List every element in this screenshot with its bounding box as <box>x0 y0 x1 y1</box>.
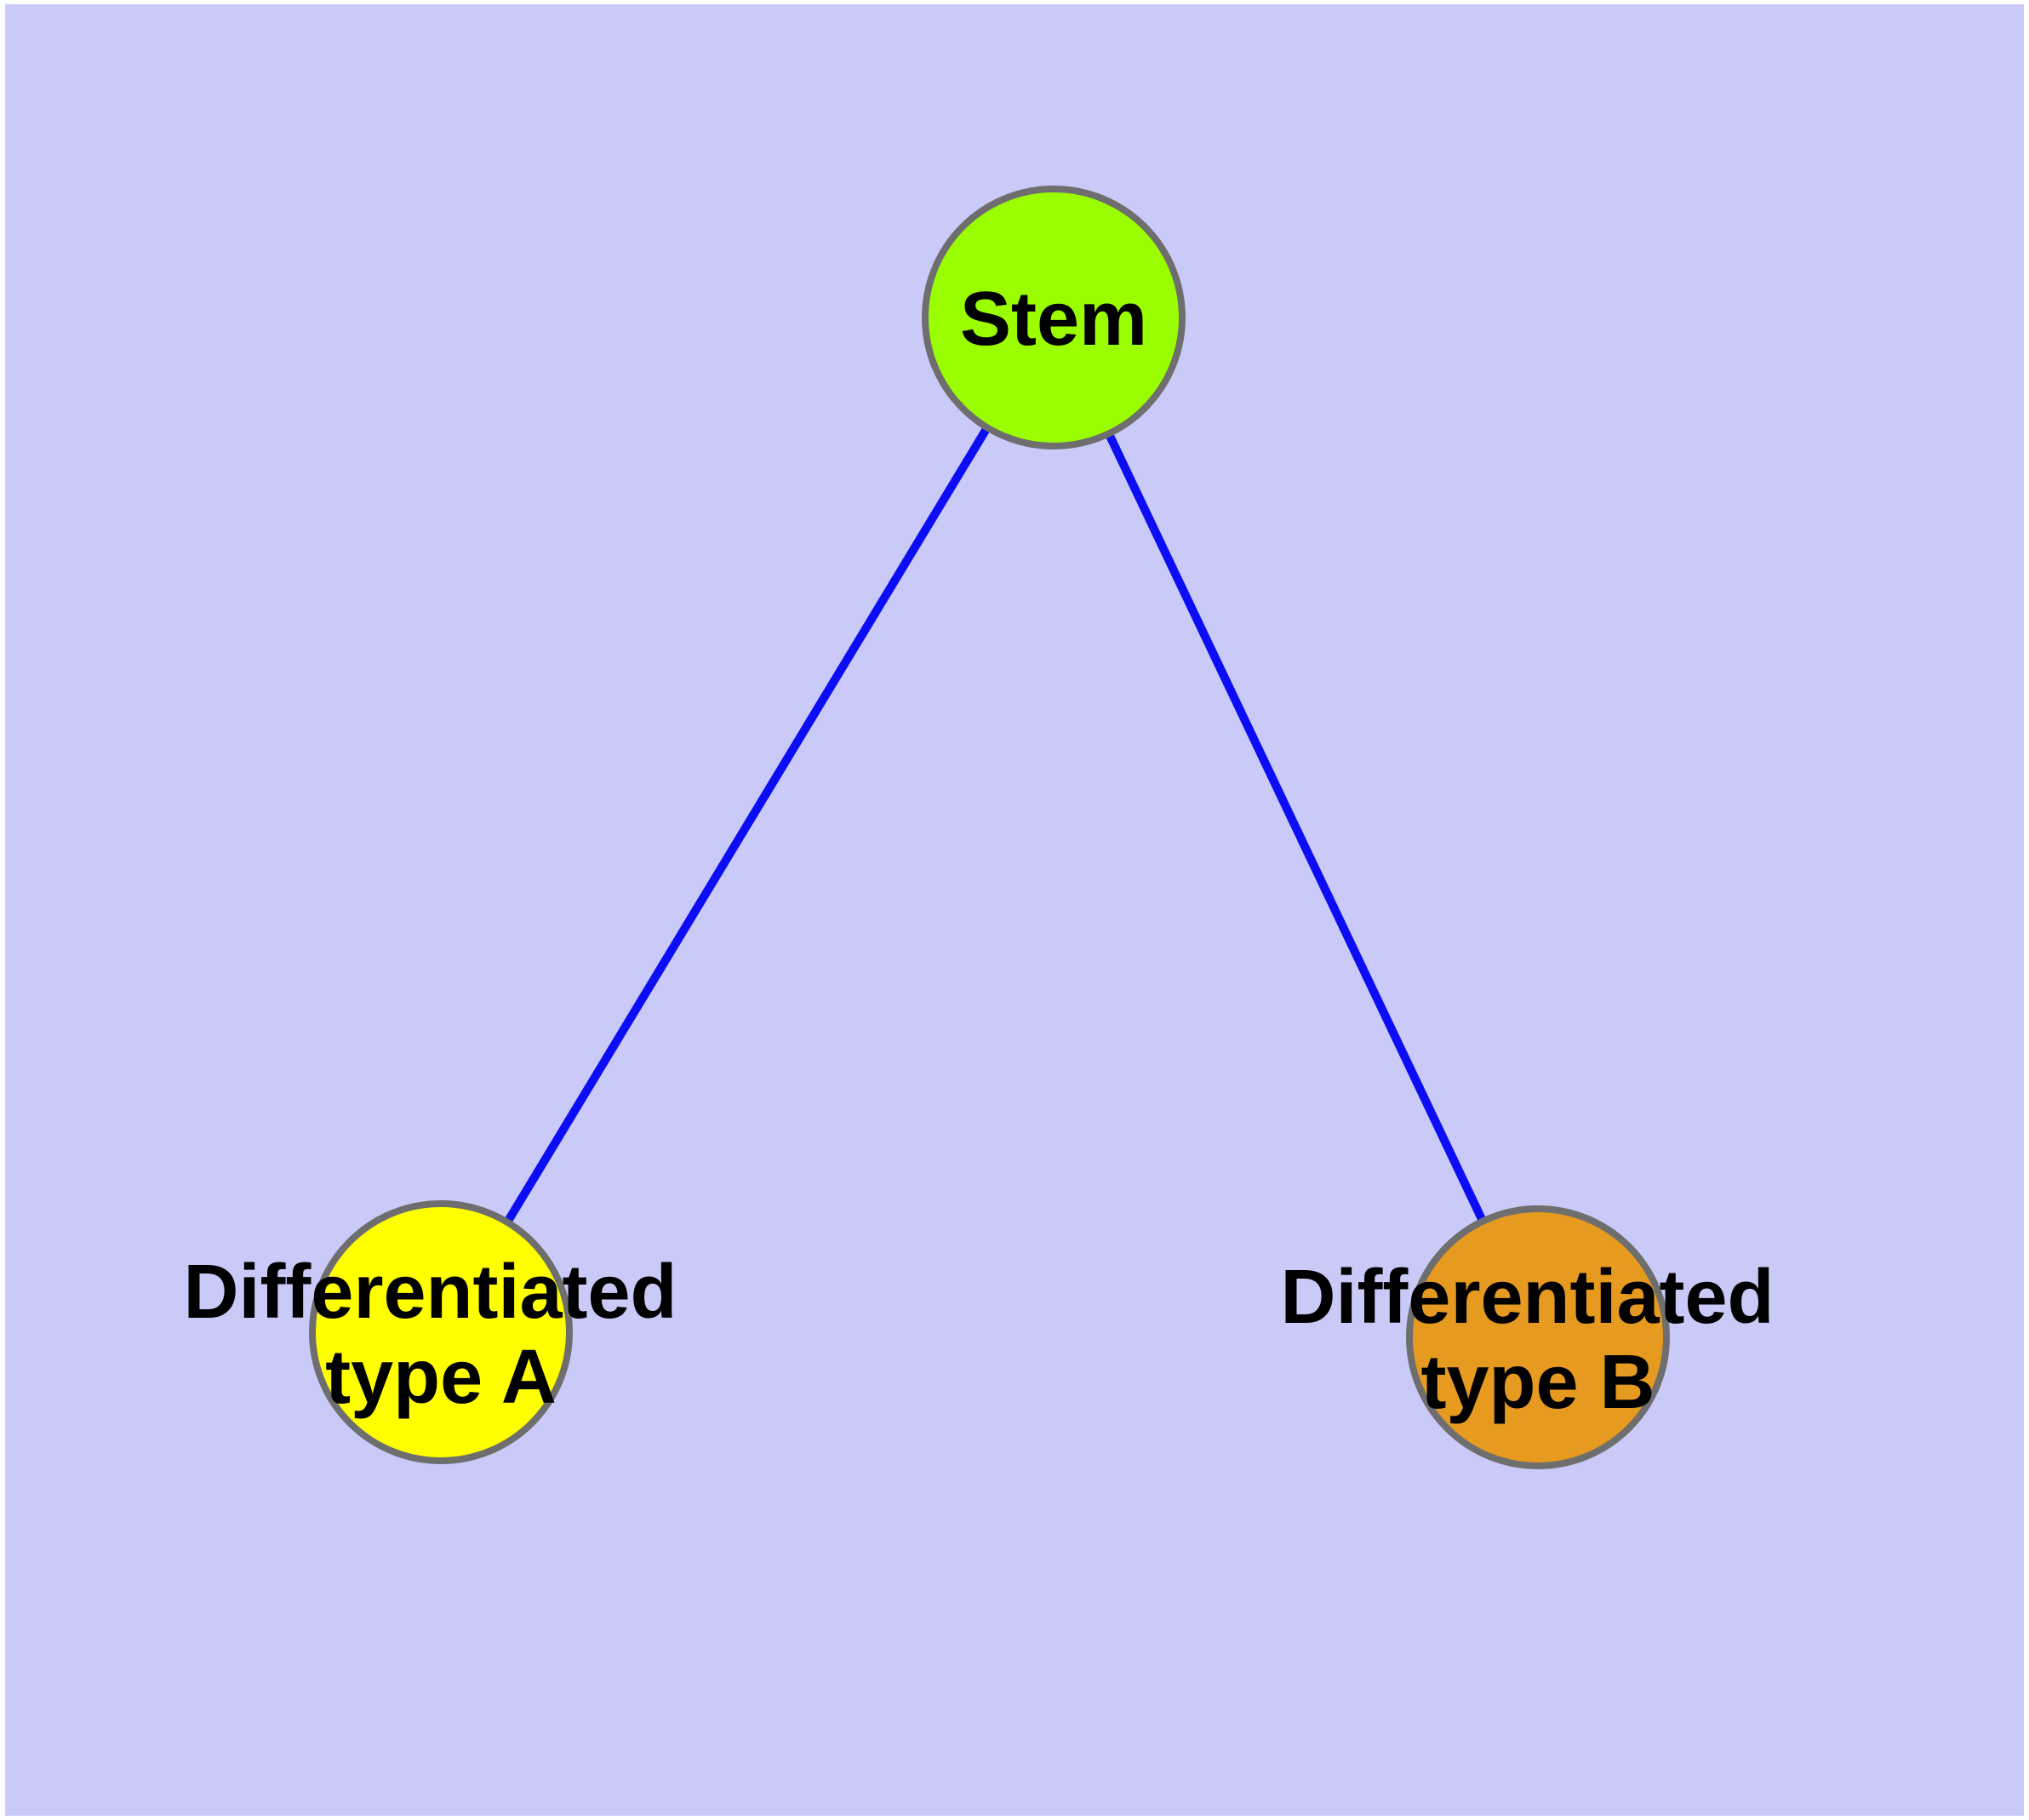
node-type-b-label-line1: Differentiated <box>1280 1255 1774 1340</box>
node-type-a-label-line1: Differentiated <box>183 1250 677 1335</box>
node-stem-circle <box>922 186 1186 449</box>
node-type-a: Differentiated type A <box>183 1200 698 1464</box>
node-type-b-circle <box>1406 1205 1670 1469</box>
edge-layer <box>437 315 1542 1340</box>
node-type-a-label-line2: type A <box>325 1335 557 1420</box>
node-type-a-circle <box>309 1200 573 1464</box>
edge-stem-to-type-a <box>437 315 1058 1335</box>
node-stem: Stem <box>922 186 1186 449</box>
node-type-b-label-line2: type B <box>1420 1340 1655 1425</box>
node-type-b-label: Differentiated type B <box>1280 1255 1795 1425</box>
node-stem-label: Stem <box>960 277 1147 362</box>
node-type-b: Differentiated type B <box>1280 1205 1795 1469</box>
edge-stem-to-type-b <box>1049 315 1542 1340</box>
node-type-a-label: Differentiated type A <box>183 1250 698 1420</box>
